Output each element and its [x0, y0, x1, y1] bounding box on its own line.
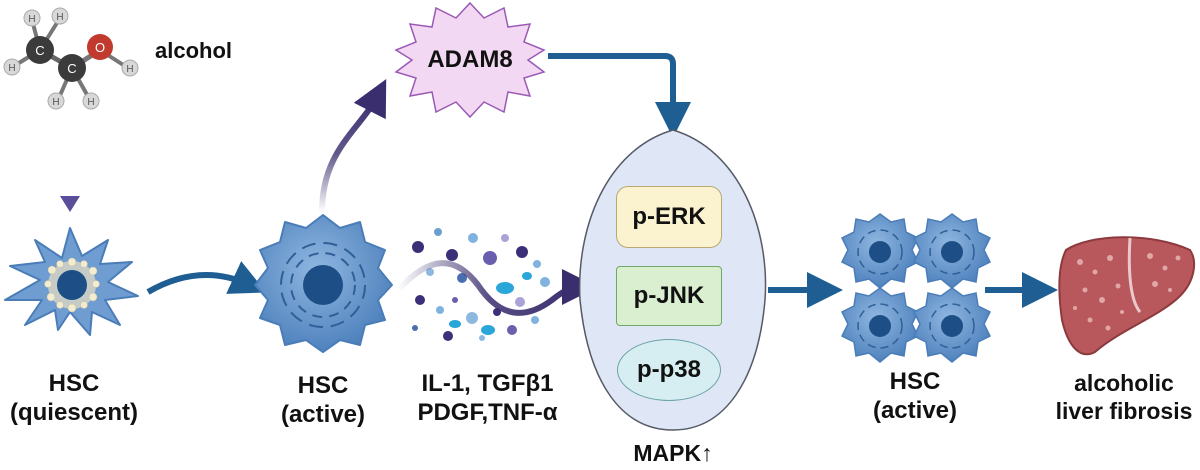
p-p38-box: p-p38 — [617, 339, 721, 401]
ethanol-molecule-icon: C C O H H H H H H — [3, 7, 139, 110]
quiescent-hsc-cell-icon — [4, 227, 139, 336]
alcohol-label: alcohol — [155, 38, 233, 63]
svg-text:H: H — [28, 14, 35, 25]
hsc-active-group-label: HSC (active) — [855, 368, 975, 426]
svg-text:H: H — [52, 97, 59, 108]
alcohol-to-hsc-arrowhead — [60, 196, 80, 212]
activation-arrow — [146, 261, 267, 295]
fibrosis-label-line2: liver fibrosis — [1055, 397, 1193, 424]
p-jnk-box: p-JNK — [616, 266, 722, 326]
adam8-label: ADAM8 — [427, 46, 513, 73]
hsc-quiescent-label-line2: (quiescent) — [9, 398, 138, 426]
hsc-active-label: HSC (active) — [263, 372, 383, 430]
cytokines-label-line1: IL-1, TGFβ1 — [421, 370, 554, 397]
p-erk-box: p-ERK — [616, 186, 722, 248]
svg-text:H: H — [8, 63, 15, 74]
svg-text:H: H — [87, 97, 94, 108]
active-hsc-group-icon — [840, 213, 992, 363]
mapk-label: MAPK↑ — [633, 440, 713, 466]
hsc-quiescent-label-line1: HSC — [48, 370, 100, 397]
active-hsc-cell-icon — [254, 214, 393, 353]
hsc-to-adam8-arrow — [319, 78, 387, 213]
hsc-active-label-line1: HSC — [297, 372, 349, 399]
adam8-starburst — [394, 1, 546, 119]
cytokines-label-line2: PDGF,TNF-α — [417, 398, 558, 426]
svg-text:C: C — [67, 61, 76, 76]
svg-text:H: H — [126, 64, 133, 75]
svg-text:O: O — [95, 40, 105, 55]
fibrosis-label-line1: alcoholic — [1074, 370, 1174, 396]
hsc-active-group-label-line1: HSC — [889, 368, 941, 395]
cytokines-label: IL-1, TGFβ1 PDGF,TNF-α — [405, 370, 570, 428]
hsc-active-group-label-line2: (active) — [872, 396, 958, 424]
fibrotic-liver-icon — [1058, 236, 1196, 356]
adam8-to-mapk-arrow — [548, 53, 691, 138]
svg-text:H: H — [56, 12, 63, 23]
cytokine-particles-icon — [412, 228, 550, 341]
hsc-quiescent-label: HSC (quiescent) — [0, 370, 148, 428]
hsc-active-label-line2: (active) — [280, 400, 366, 428]
cytokine-to-mapk-arrow — [395, 260, 598, 316]
fibrosis-label: alcoholic liver fibrosis — [1048, 370, 1200, 425]
svg-text:C: C — [35, 43, 44, 58]
